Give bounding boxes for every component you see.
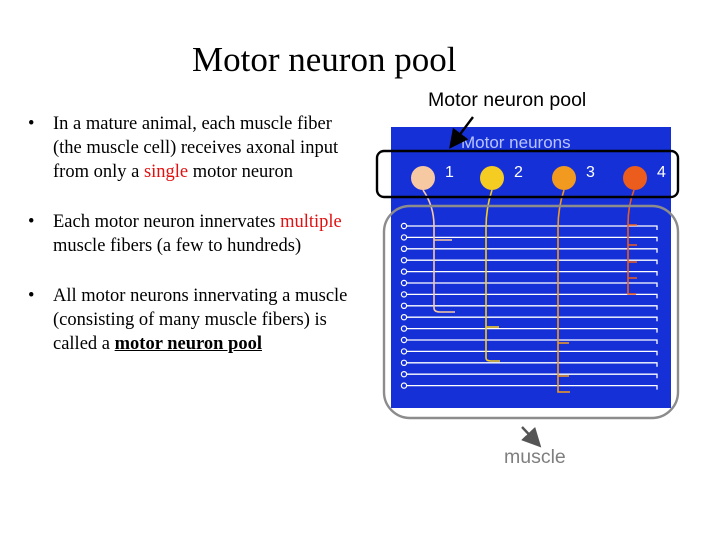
highlight-single: single xyxy=(143,162,189,182)
fiber-end xyxy=(400,325,408,332)
bullet-text: In a mature animal, each muscle fiber (t… xyxy=(53,114,339,182)
muscle-fiber xyxy=(407,350,658,356)
bullet-single-input: • In a mature animal, each muscle fiber (… xyxy=(28,112,350,184)
bullet-marker: • xyxy=(28,212,35,232)
fiber-end xyxy=(400,359,408,366)
highlight-multiple: multiple xyxy=(280,212,342,232)
muscle-fiber xyxy=(407,270,658,276)
muscle-arrow xyxy=(521,426,542,448)
pool-arrow xyxy=(449,116,474,149)
fiber-end xyxy=(400,257,408,264)
fiber-end xyxy=(400,302,408,309)
muscle-label: muscle xyxy=(504,446,566,468)
muscle-fiber xyxy=(407,293,658,299)
axon-3 xyxy=(557,189,570,393)
fiber-end xyxy=(400,222,408,230)
bullet-pool-definition: • All motor neurons innervating a muscle … xyxy=(28,284,350,356)
bullet-list: • In a mature animal, each muscle fiber (… xyxy=(28,112,350,382)
neuron-1 xyxy=(411,166,435,190)
bullet-text: All motor neurons innervating a muscle (… xyxy=(53,286,348,354)
axons xyxy=(422,189,637,393)
bullet-text-end: motor neuron xyxy=(188,162,293,182)
pool-label: Motor neuron pool xyxy=(428,89,587,111)
muscle-fiber xyxy=(407,316,658,322)
muscle-fiber xyxy=(407,305,658,310)
neuron-group: 1 2 3 4 xyxy=(411,164,666,190)
fiber-end xyxy=(400,245,408,252)
axon-3-branch xyxy=(558,342,569,377)
axon-4-branch xyxy=(628,224,637,279)
muscle-fiber xyxy=(407,339,658,344)
bullet-text: Each motor neuron innervates xyxy=(53,212,281,232)
muscle-fiber xyxy=(407,248,658,253)
neuron-number-2: 2 xyxy=(514,164,523,181)
muscle-fiber xyxy=(407,327,658,333)
neuron-2 xyxy=(480,166,504,190)
term-motor-neuron-pool: motor neuron pool xyxy=(114,334,262,354)
muscle-fibers xyxy=(400,222,658,390)
axon-2 xyxy=(485,189,500,362)
neuron-3 xyxy=(552,166,576,190)
neuron-number-1: 1 xyxy=(445,164,454,181)
fiber-end xyxy=(400,314,408,321)
muscle-fiber xyxy=(407,373,658,379)
fiber-end xyxy=(400,348,408,355)
fiber-end xyxy=(400,291,408,298)
bullet-multiple-fibers: • Each motor neuron innervates multiple m… xyxy=(28,210,350,258)
muscle-fiber xyxy=(407,384,658,390)
neuron-number-3: 3 xyxy=(586,164,595,181)
axon-1 xyxy=(422,189,455,313)
slide-title: Motor neuron pool xyxy=(192,40,457,79)
pool-outline xyxy=(375,149,680,199)
muscle-fiber xyxy=(407,236,658,242)
muscle-outline xyxy=(382,204,680,420)
neuron-4 xyxy=(623,166,647,190)
fiber-end xyxy=(400,234,408,241)
panel-title: Motor neurons xyxy=(461,133,571,152)
muscle-fiber xyxy=(407,225,658,230)
muscle-fiber xyxy=(407,282,658,287)
axon-4 xyxy=(627,189,636,295)
muscle-fiber xyxy=(407,259,658,265)
fiber-end xyxy=(400,336,408,344)
bullet-marker: • xyxy=(28,114,35,134)
fiber-end xyxy=(400,279,408,287)
neuron-number-4: 4 xyxy=(657,164,666,181)
bullet-marker: • xyxy=(28,286,35,306)
fiber-end xyxy=(400,371,408,378)
fiber-end xyxy=(400,268,408,275)
muscle-fiber xyxy=(407,362,658,367)
bullet-text-end: muscle fibers (a few to hundreds) xyxy=(53,236,302,256)
fiber-end xyxy=(400,382,408,389)
